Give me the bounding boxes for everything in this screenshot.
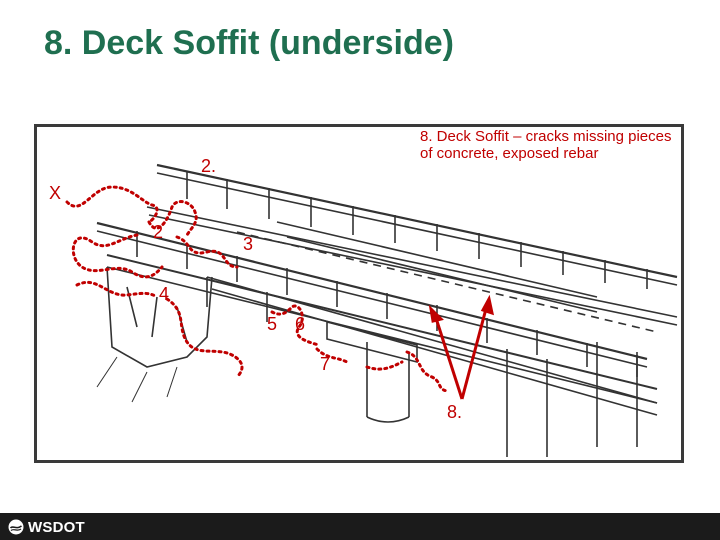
label-6: 6 — [295, 314, 306, 334]
bridge-illustration: X 2. 2 3 4 5 6 7 8. — [34, 124, 684, 463]
label-8: 8. — [447, 402, 463, 422]
label-4: 4 — [159, 284, 170, 304]
label-2-upper: 2. — [201, 156, 217, 176]
wsdot-logo: WSDOT — [8, 518, 85, 536]
label-7: 7 — [320, 354, 331, 374]
bridge-sketch — [65, 163, 678, 457]
wsdot-logo-text: WSDOT — [28, 518, 85, 536]
wsdot-logo-icon — [8, 519, 24, 535]
label-3: 3 — [243, 234, 254, 254]
footer-bar: WSDOT — [0, 513, 720, 540]
slide-title: 8. Deck Soffit (underside) — [44, 24, 454, 62]
label-2-lower: 2 — [153, 222, 164, 242]
label-x: X — [49, 183, 62, 203]
label-5: 5 — [267, 314, 278, 334]
deck-soffit-callout: 8. Deck Soffit – cracks missing pieces o… — [420, 128, 672, 162]
